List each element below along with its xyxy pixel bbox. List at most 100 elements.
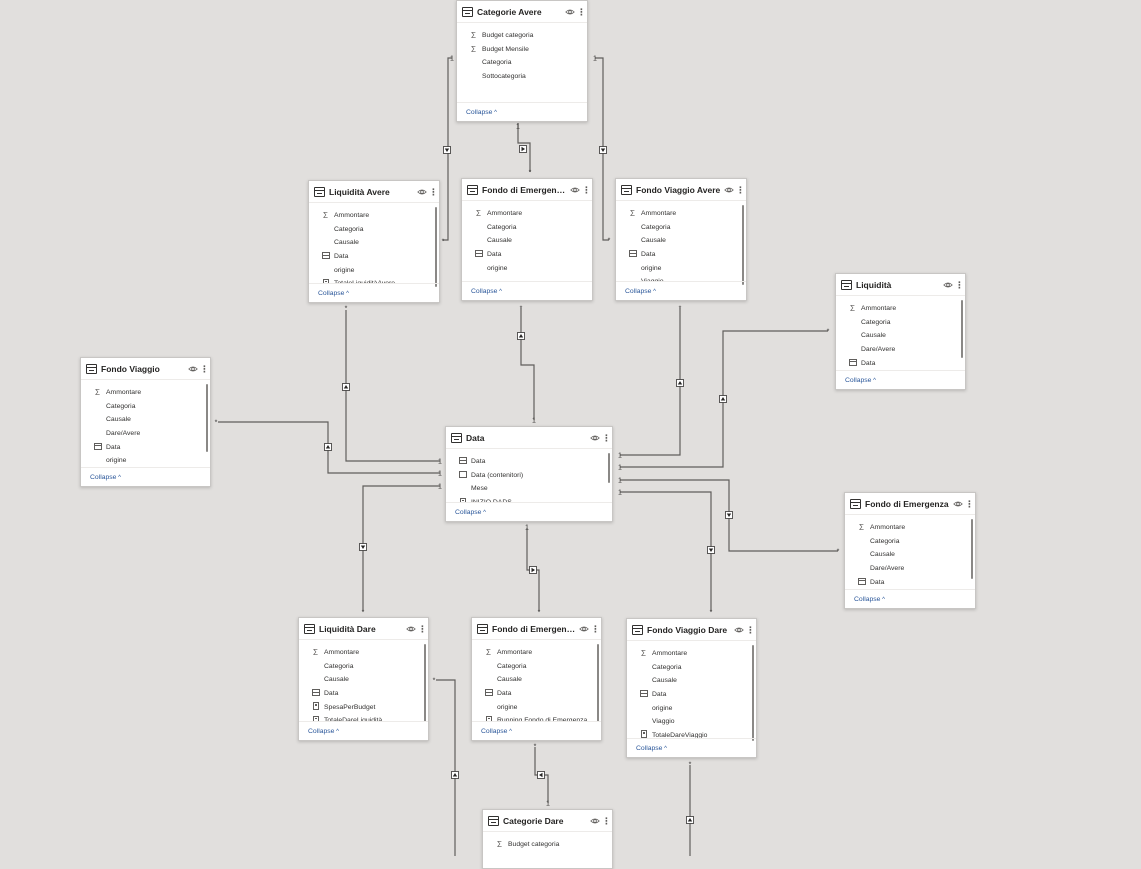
field-item[interactable]: Categoria bbox=[309, 223, 439, 237]
field-item[interactable]: origine bbox=[472, 700, 601, 714]
field-item[interactable]: TotaleLiquiditàAvere bbox=[309, 277, 439, 284]
more-options-icon[interactable]: ⋮ bbox=[429, 186, 438, 197]
rel-categorie-avere-fondo-viaggio-avere[interactable]: 1* bbox=[593, 56, 611, 245]
eye-icon[interactable] bbox=[579, 624, 589, 634]
collapse-link[interactable]: Collapse bbox=[308, 728, 339, 735]
eye-icon[interactable] bbox=[724, 185, 734, 195]
more-options-icon[interactable]: ⋮ bbox=[746, 624, 755, 635]
relationship-line[interactable] bbox=[520, 308, 535, 420]
rel-categorie-avere-fondo-emergenza-avere[interactable]: 1* bbox=[516, 123, 532, 177]
table-header[interactable]: Liquidità Dare⋮ bbox=[299, 618, 428, 640]
rel-data-liquidita[interactable]: 1* bbox=[618, 329, 830, 472]
more-options-icon[interactable]: ⋮ bbox=[591, 623, 600, 634]
field-item[interactable]: INIZIO DADS bbox=[446, 496, 612, 503]
relationship-line[interactable] bbox=[595, 57, 609, 241]
field-item[interactable]: Categoria bbox=[472, 660, 601, 674]
field-item[interactable]: Categoria bbox=[836, 316, 965, 330]
more-options-icon[interactable]: ⋮ bbox=[736, 184, 745, 195]
field-item[interactable]: Causale bbox=[836, 329, 965, 343]
field-item[interactable]: Data bbox=[299, 687, 428, 701]
relationship-line[interactable] bbox=[620, 308, 681, 456]
field-item[interactable]: Causale bbox=[472, 673, 601, 687]
field-item[interactable]: Dare/Avere bbox=[836, 343, 965, 357]
more-options-icon[interactable]: ⋮ bbox=[602, 432, 611, 443]
relationship-line[interactable] bbox=[345, 310, 440, 462]
field-item[interactable]: Data bbox=[627, 688, 756, 702]
table-header[interactable]: Fondo Viaggio Avere⋮ bbox=[616, 179, 746, 201]
field-item[interactable]: origine bbox=[81, 454, 210, 468]
eye-icon[interactable] bbox=[590, 433, 600, 443]
eye-icon[interactable] bbox=[565, 7, 575, 17]
scrollbar[interactable] bbox=[961, 300, 963, 358]
field-item[interactable]: Data bbox=[836, 356, 965, 370]
relationship-line[interactable] bbox=[517, 123, 531, 172]
rel-data-fondo-emergenza-avere[interactable]: 1* bbox=[517, 306, 537, 425]
scrollbar[interactable] bbox=[971, 519, 973, 579]
field-item[interactable]: origine bbox=[616, 261, 746, 275]
more-options-icon[interactable]: ⋮ bbox=[965, 498, 974, 509]
relationship-line[interactable] bbox=[620, 479, 838, 552]
relationship-line[interactable] bbox=[526, 528, 540, 611]
field-item[interactable]: Viaggio bbox=[627, 715, 756, 729]
collapse-link[interactable]: Collapse bbox=[318, 290, 349, 297]
rel-data-fondo-viaggio-avere[interactable]: 1* bbox=[618, 306, 684, 460]
collapse-link[interactable]: Collapse bbox=[854, 596, 885, 603]
eye-icon[interactable] bbox=[417, 187, 427, 197]
field-item[interactable]: Categoria bbox=[462, 221, 592, 235]
table-header[interactable]: Fondo di Emergenza ...⋮ bbox=[462, 179, 592, 201]
eye-icon[interactable] bbox=[188, 364, 198, 374]
collapse-link[interactable]: Collapse bbox=[625, 288, 656, 295]
rel-data-fondo-viaggio-dare[interactable]: 1* bbox=[618, 490, 715, 617]
scrollbar[interactable] bbox=[424, 644, 426, 722]
field-item[interactable]: SpesaPerBudget bbox=[299, 700, 428, 714]
field-item[interactable]: Data bbox=[616, 248, 746, 262]
eye-icon[interactable] bbox=[570, 185, 580, 195]
collapse-link[interactable]: Collapse bbox=[90, 474, 121, 481]
relationship-line[interactable] bbox=[436, 679, 456, 856]
rel-categorie-dare-fondo-emergenza-dare[interactable]: 1* bbox=[534, 744, 550, 808]
collapse-link[interactable]: Collapse bbox=[481, 728, 512, 735]
relationship-line[interactable] bbox=[218, 421, 440, 474]
field-item[interactable]: Dare/Avere bbox=[81, 427, 210, 441]
collapse-link[interactable]: Collapse bbox=[636, 745, 667, 752]
field-item[interactable]: TotaleDareLiquidità bbox=[299, 714, 428, 722]
field-item[interactable]: Data bbox=[81, 440, 210, 454]
table-header[interactable]: Fondo Viaggio Dare⋮ bbox=[627, 619, 756, 641]
field-item[interactable]: Categoria bbox=[457, 56, 587, 70]
eye-icon[interactable] bbox=[953, 499, 963, 509]
table-header[interactable]: Fondo di Emergenza⋮ bbox=[845, 493, 975, 515]
field-item[interactable]: Sottocategoria bbox=[457, 70, 587, 84]
field-item[interactable]: Causale bbox=[81, 413, 210, 427]
rel-data-liquidita-dare[interactable]: 1* bbox=[359, 484, 443, 617]
rel-data-fondo-emergenza-dare[interactable]: 1* bbox=[525, 525, 541, 617]
field-item[interactable]: Causale bbox=[462, 234, 592, 248]
relationship-line[interactable] bbox=[620, 330, 828, 468]
collapse-link[interactable]: Collapse bbox=[845, 377, 876, 384]
scrollbar[interactable] bbox=[752, 645, 754, 741]
more-options-icon[interactable]: ⋮ bbox=[200, 363, 209, 374]
table-header[interactable]: Fondo di Emergenza ...⋮ bbox=[472, 618, 601, 640]
field-item[interactable]: Causale bbox=[309, 236, 439, 250]
field-item[interactable]: Causale bbox=[616, 234, 746, 248]
table-header[interactable]: Fondo Viaggio⋮ bbox=[81, 358, 210, 380]
collapse-link[interactable]: Collapse bbox=[455, 509, 486, 516]
rel-data-fondo-emergenza[interactable]: 1* bbox=[618, 478, 840, 556]
